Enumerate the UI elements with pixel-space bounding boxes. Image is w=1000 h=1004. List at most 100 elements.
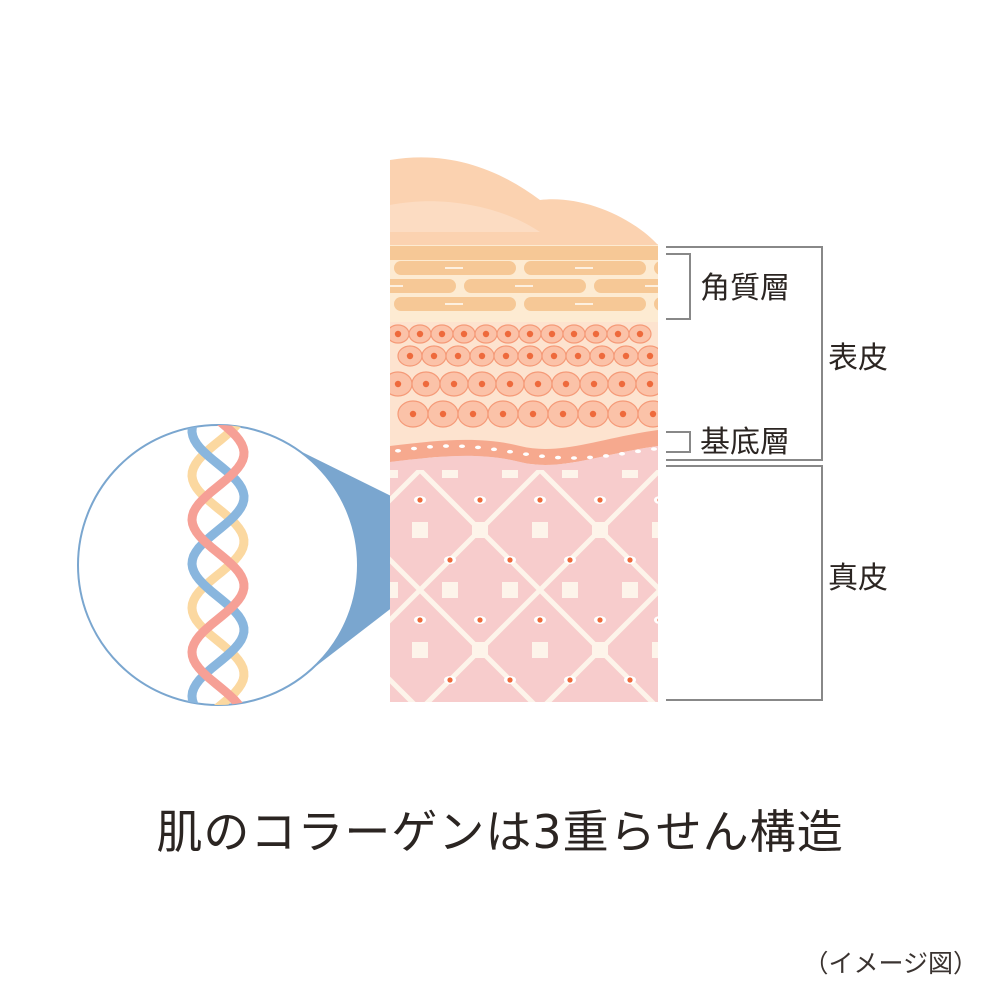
dermis-cell-nucleus bbox=[567, 557, 573, 563]
dermis-cell bbox=[474, 736, 486, 744]
skin-block bbox=[0, 157, 1000, 744]
fiber-junction bbox=[562, 582, 578, 598]
cell-nucleus bbox=[438, 330, 446, 338]
collagen-fiber bbox=[870, 440, 1000, 740]
corneum-cell-line bbox=[645, 285, 658, 287]
cell-nucleus bbox=[416, 330, 424, 338]
cell-nucleus bbox=[559, 410, 567, 418]
stratum-corneum-layer bbox=[390, 244, 723, 322]
basal-dot bbox=[539, 454, 545, 459]
corneum-cell bbox=[654, 261, 658, 275]
corneum-cell bbox=[390, 279, 456, 293]
diagram-caption: 肌のコラーゲンは3重らせん構造 bbox=[156, 805, 844, 859]
helix-strand-red bbox=[187, 425, 249, 705]
cell-nucleus bbox=[394, 380, 402, 388]
cell-nucleus bbox=[406, 352, 414, 360]
cell-nucleus bbox=[646, 352, 654, 360]
cell-nucleus bbox=[469, 410, 477, 418]
basal-dot bbox=[411, 446, 417, 451]
cell-nucleus bbox=[548, 330, 556, 338]
dermis-cell-nucleus bbox=[477, 617, 483, 623]
cell-nucleus bbox=[526, 352, 534, 360]
collagen-fiber bbox=[990, 440, 1000, 740]
cell-nucleus bbox=[598, 352, 606, 360]
fiber-junction bbox=[412, 522, 428, 538]
fiber-junction bbox=[622, 702, 638, 718]
cell-nucleus bbox=[482, 330, 490, 338]
cell-nucleus bbox=[499, 410, 507, 418]
dermis-cell-nucleus bbox=[687, 677, 692, 682]
fiber-junction bbox=[442, 582, 458, 598]
dermis-cell-nucleus bbox=[477, 737, 482, 742]
helix-strand-blue bbox=[187, 425, 249, 705]
fiber-junction bbox=[412, 642, 428, 658]
cell-nucleus bbox=[590, 380, 598, 388]
basal-dot bbox=[491, 447, 497, 452]
corneum-cell bbox=[594, 279, 658, 293]
label-dermis: 真皮 bbox=[828, 561, 888, 596]
dermis-cell-nucleus bbox=[417, 737, 422, 742]
basal-dot bbox=[555, 455, 561, 460]
fiber-junction bbox=[592, 522, 608, 538]
dermis-cell bbox=[414, 736, 426, 744]
corneum-cell-line bbox=[705, 267, 723, 269]
epidermis-bracket bbox=[666, 246, 823, 461]
stratum-corneum-bracket bbox=[666, 253, 691, 320]
dermis-top-edge bbox=[390, 446, 658, 470]
collagen-fiber bbox=[544, 588, 658, 702]
cell-nucleus bbox=[646, 380, 654, 388]
fiber-junction bbox=[390, 582, 398, 598]
cell-nucleus bbox=[649, 410, 657, 418]
cell-nucleus bbox=[454, 352, 462, 360]
fiber-junction bbox=[532, 642, 548, 658]
corneum-cell bbox=[654, 297, 658, 311]
cell-nucleus bbox=[550, 352, 558, 360]
dermis-cell-nucleus bbox=[447, 677, 453, 683]
collagen-fiber bbox=[870, 440, 1000, 740]
dermis-cell bbox=[654, 736, 666, 744]
cell-nucleus bbox=[534, 380, 542, 388]
basal-dot bbox=[523, 452, 529, 456]
fiber-junction bbox=[652, 642, 658, 658]
cell-nucleus bbox=[529, 410, 537, 418]
dermis-cell bbox=[654, 496, 658, 504]
fiber-junction bbox=[502, 702, 518, 718]
fiber-junction bbox=[472, 642, 488, 658]
magnifier-circle bbox=[77, 424, 359, 706]
collagen-fiber bbox=[390, 676, 416, 702]
basal-dot bbox=[603, 454, 609, 458]
dermis-cell-nucleus bbox=[657, 737, 662, 742]
collagen-fiber bbox=[0, 440, 90, 740]
fiber-junction bbox=[382, 702, 398, 718]
cell-nucleus bbox=[618, 380, 626, 388]
basal-dot bbox=[443, 444, 449, 448]
collagen-fiber-network bbox=[0, 438, 1000, 740]
corneum-flat-cells bbox=[390, 261, 723, 311]
image-note: （イメージ図） bbox=[803, 949, 978, 978]
cell-nucleus bbox=[430, 352, 438, 360]
dermis-cell bbox=[594, 736, 606, 744]
cell-nucleus bbox=[478, 380, 486, 388]
basal-dot bbox=[619, 451, 625, 456]
dermis-cell-nucleus bbox=[507, 557, 513, 563]
dermis-cell-nucleus bbox=[657, 498, 658, 502]
fiber-junction bbox=[442, 702, 458, 718]
basal-dot bbox=[571, 456, 577, 460]
collagen-fiber bbox=[508, 438, 658, 592]
cell-nucleus bbox=[478, 352, 486, 360]
collagen-fiber bbox=[0, 440, 90, 740]
cell-nucleus bbox=[506, 380, 514, 388]
fiber-junction bbox=[472, 522, 488, 538]
cell-nucleus bbox=[619, 410, 627, 418]
dermis-cell-nucleus bbox=[597, 617, 603, 623]
dermis-cell-nucleus bbox=[627, 557, 633, 563]
dermis-cell-nucleus bbox=[687, 557, 692, 562]
basal-dot bbox=[651, 447, 657, 451]
collagen-fiber bbox=[390, 438, 452, 504]
label-basal-layer: 基底層 bbox=[700, 425, 790, 460]
dermis-cell-nucleus bbox=[627, 677, 633, 683]
collagen-triple-helix bbox=[187, 425, 249, 705]
cell-nucleus bbox=[570, 330, 578, 338]
corneum-cell-line bbox=[575, 267, 593, 269]
